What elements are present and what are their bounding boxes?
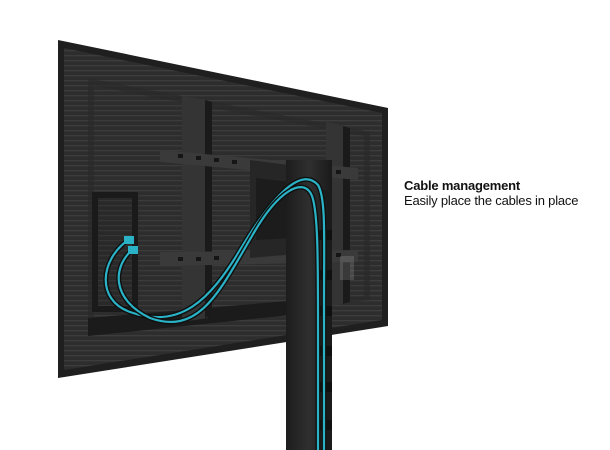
caption-block: Cable management Easily place the cables…	[404, 178, 578, 208]
caption-title: Cable management	[404, 178, 521, 193]
cable-icon	[103, 176, 327, 450]
caption-subtitle: Easily place the cables in place	[404, 193, 579, 208]
